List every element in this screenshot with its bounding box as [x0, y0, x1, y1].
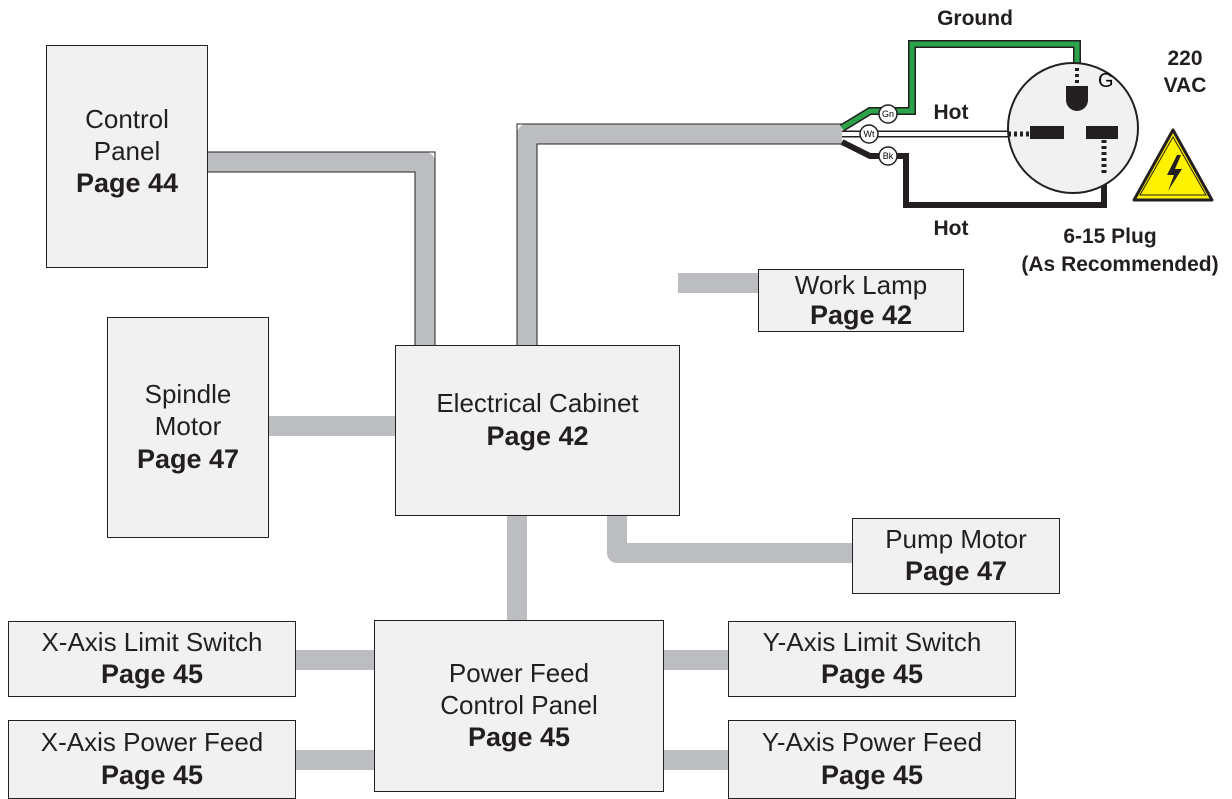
cable-edges: [208, 123, 842, 345]
work-lamp-box: Work Lamp Page 42: [758, 269, 964, 332]
y-axis-limit-switch-page: Page 45: [820, 659, 924, 690]
x-axis-power-feed-page: Page 45: [100, 759, 204, 790]
work-lamp-label: Work Lamp: [794, 269, 928, 300]
control-panel-page: Page 44: [75, 168, 179, 199]
y-axis-limit-switch-label: Y-Axis Limit Switch: [762, 626, 982, 657]
control-panel-box: Control Panel Page 44: [46, 45, 208, 268]
wire-tag-wt-text: Wt: [864, 129, 875, 139]
wire-tag-gn-text: Gn: [882, 109, 894, 119]
spindle-motor-box: Spindle Motor Page 47: [107, 317, 269, 538]
control-panel-line-1: Control: [85, 104, 169, 134]
control-panel-line-2: Panel: [93, 135, 161, 166]
voltage-value: 220: [1167, 47, 1203, 70]
x-axis-limit-switch-box: X-Axis Limit Switch Page 45: [8, 621, 296, 697]
power-feed-line-1: Power Feed: [448, 657, 590, 688]
hot-top-label: Hot: [933, 101, 969, 124]
cable-cabinet-to-pump-motor: [607, 514, 854, 563]
hot-bottom-label: Hot: [933, 217, 969, 240]
plug-icon: G: [1007, 62, 1139, 194]
plug-note: (As Recommended): [1021, 253, 1219, 276]
wire-tag-bk: [878, 146, 898, 166]
x-axis-power-feed-label: X-Axis Power Feed: [40, 727, 264, 758]
ground-pin-label: G: [1098, 70, 1114, 92]
y-axis-power-feed-page: Page 45: [820, 759, 924, 790]
work-lamp-page: Page 42: [809, 299, 913, 330]
black-wire: [840, 139, 1107, 208]
spindle-motor-line-1: Spindle: [144, 379, 232, 410]
electrical-cabinet-label: Electrical Cabinet: [436, 388, 639, 418]
x-axis-limit-switch-label: X-Axis Limit Switch: [41, 626, 263, 657]
ground-label: Ground: [937, 7, 1013, 30]
power-feed-control-panel-box: Power Feed Control Panel Page 45: [374, 620, 664, 792]
electrical-cabinet-box: Electrical Cabinet Page 42: [395, 345, 680, 516]
power-feed-line-2: Control Panel: [440, 689, 598, 720]
plug-name: 6-15 Plug: [1063, 225, 1157, 248]
cable-control-panel-to-cabinet: [208, 152, 435, 345]
high-voltage-warning-icon: [1132, 128, 1214, 202]
cable-routes: [208, 124, 854, 770]
spindle-motor-line-2: Motor: [154, 411, 222, 442]
power-feed-page: Page 45: [467, 722, 571, 753]
spindle-motor-page: Page 47: [136, 443, 240, 474]
wire-tag-bk-text: Bk: [883, 151, 894, 161]
plug-wiring: Gn Wt Bk: [839, 40, 1107, 208]
pump-motor-box: Pump Motor Page 47: [852, 518, 1060, 594]
x-axis-limit-switch-page: Page 45: [100, 659, 204, 690]
y-axis-limit-switch-box: Y-Axis Limit Switch Page 45: [728, 621, 1016, 697]
cable-cabinet-to-plug: [517, 124, 842, 345]
x-axis-power-feed-box: X-Axis Power Feed Page 45: [8, 720, 296, 799]
voltage-unit: VAC: [1163, 74, 1207, 97]
y-axis-power-feed-label: Y-Axis Power Feed: [761, 727, 983, 758]
electrical-cabinet-page: Page 42: [486, 420, 589, 451]
pump-motor-page: Page 47: [904, 556, 1008, 587]
y-axis-power-feed-box: Y-Axis Power Feed Page 45: [728, 720, 1016, 799]
wire-tag-gn: [878, 104, 898, 124]
wire-tag-wt: [859, 124, 879, 144]
pump-motor-label: Pump Motor: [885, 523, 1027, 554]
